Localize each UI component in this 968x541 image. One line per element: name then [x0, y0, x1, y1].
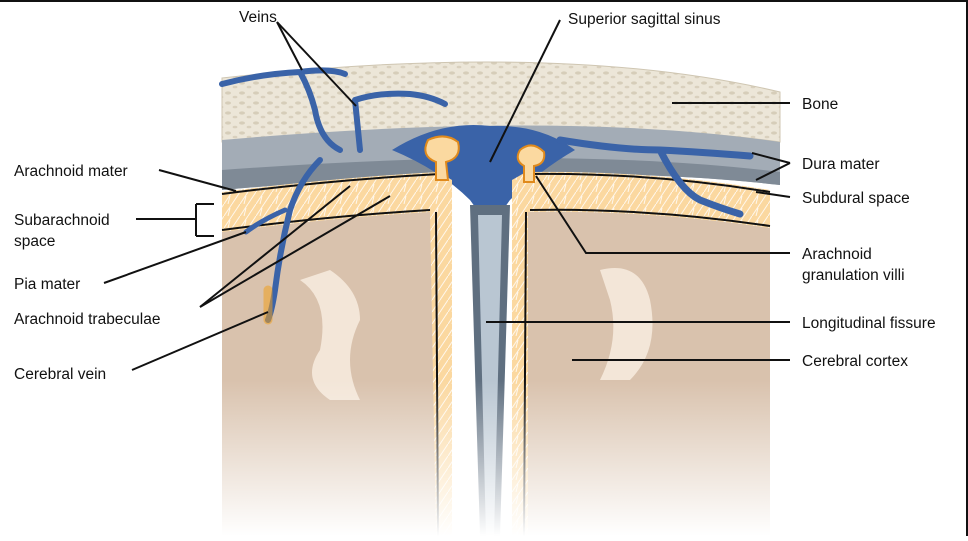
leader-veins-2	[276, 21, 357, 107]
leader-arachnoid-mater	[158, 169, 237, 192]
label-dura-mater: Dura mater	[802, 156, 880, 173]
frame-top-border	[0, 0, 968, 2]
leader-subarachnoid-bracket	[136, 203, 214, 237]
leader-dura-2	[755, 162, 791, 181]
label-superior-sagittal-sinus: Superior sagittal sinus	[568, 11, 721, 28]
leader-dura-1	[751, 152, 791, 164]
label-subarachnoid-space-line2: space	[14, 233, 55, 250]
leader-arachnoid-granulation	[535, 175, 790, 254]
frame-right-border	[966, 0, 968, 536]
leader-veins-1	[276, 21, 303, 71]
label-cerebral-cortex: Cerebral cortex	[802, 353, 908, 370]
vein-left-branch	[243, 207, 288, 235]
leader-subdural-space	[755, 191, 791, 198]
vein-top-network	[219, 67, 448, 153]
leader-superior-sagittal-sinus	[489, 19, 561, 163]
label-subdural-space: Subdural space	[802, 190, 910, 207]
label-subarachnoid-space-line1: Subarachnoid	[14, 212, 110, 229]
arachnoid-right-line	[523, 172, 771, 193]
label-cerebral-vein: Cerebral vein	[14, 366, 106, 383]
vein-right-dura	[556, 136, 754, 218]
label-arachnoid-granulation-line2: granulation villi	[802, 267, 905, 284]
label-longitudinal-fissure: Longitudinal fissure	[802, 315, 936, 332]
label-arachnoid-trabeculae: Arachnoid trabeculae	[14, 311, 161, 328]
cortex-fold-left	[300, 270, 360, 400]
bottom-fade	[210, 380, 790, 536]
label-veins: Veins	[239, 9, 277, 26]
leader-pia-mater	[103, 231, 247, 284]
cortex-fold-right	[600, 268, 653, 380]
pia-mater-left-line	[221, 209, 431, 231]
label-arachnoid-mater: Arachnoid mater	[14, 163, 128, 180]
label-pia-mater: Pia mater	[14, 276, 80, 293]
arachnoid-left-line	[221, 173, 441, 195]
leader-trabeculae-2	[199, 195, 391, 308]
label-arachnoid-granulation-line1: Arachnoid	[802, 246, 872, 263]
arachnoid-granulation-right	[516, 144, 546, 183]
arachnoid-granulation-left	[424, 135, 460, 181]
pia-mater-right-line	[529, 208, 771, 227]
label-bone: Bone	[802, 96, 838, 113]
leader-cerebral-vein	[131, 311, 269, 371]
leader-trabeculae-1	[199, 185, 351, 308]
